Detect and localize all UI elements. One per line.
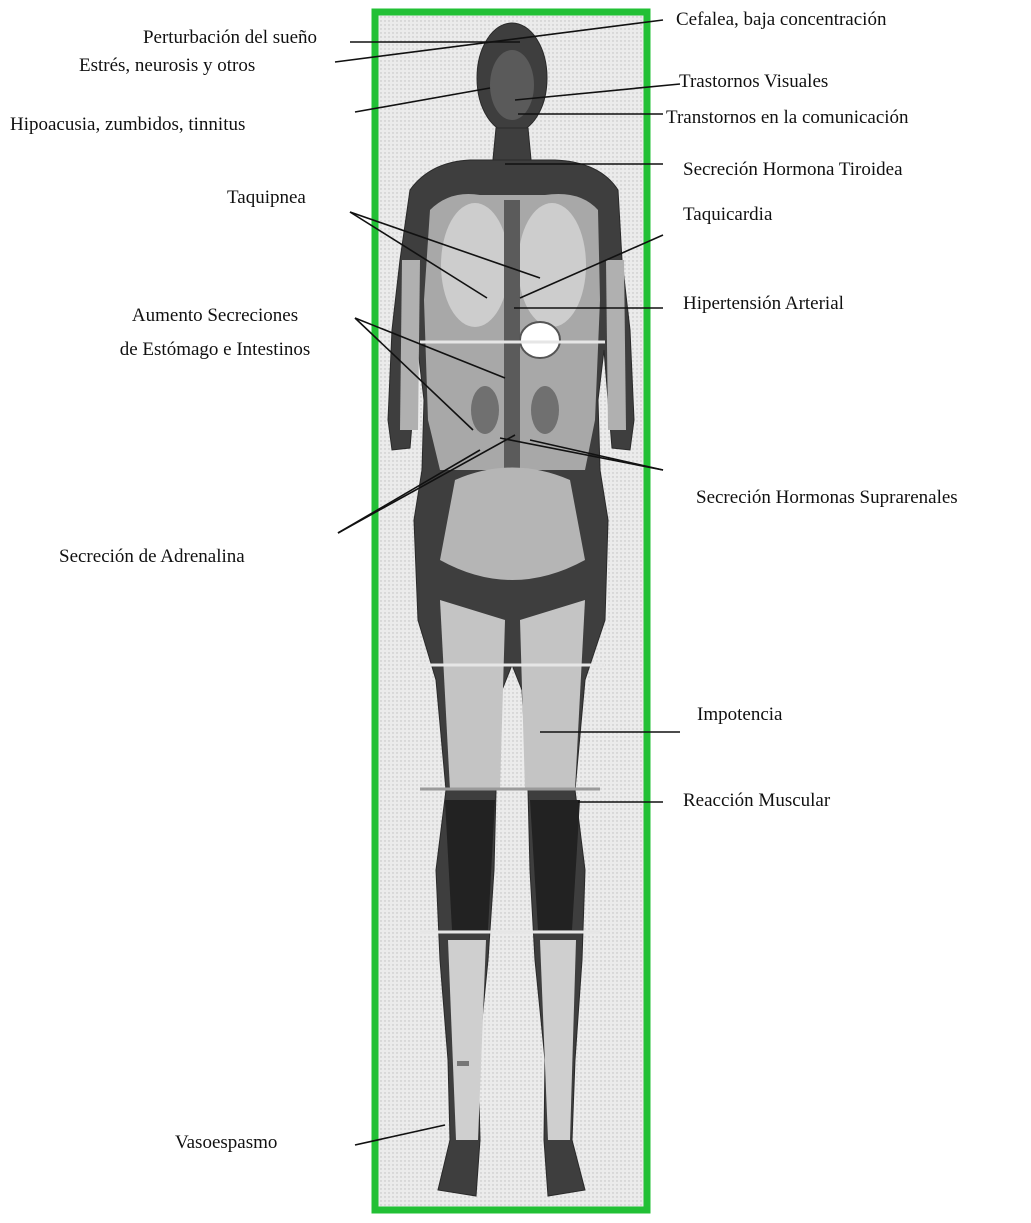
label-reaccion-muscular: Reacción Muscular bbox=[683, 790, 830, 812]
label-aumento-secreciones-2: de Estómago e Intestinos bbox=[95, 339, 335, 361]
label-hipoacusia: Hipoacusia, zumbidos, tinnitus bbox=[10, 114, 245, 136]
label-secrecion-adrenalina: Secreción de Adrenalina bbox=[59, 546, 245, 568]
label-taquicardia: Taquicardia bbox=[683, 204, 772, 226]
label-secrecion-suprarrenales: Secreción Hormonas Suprarenales bbox=[696, 487, 958, 509]
label-cefalea: Cefalea, baja concentración bbox=[676, 9, 886, 31]
label-vasoespasmo: Vasoespasmo bbox=[175, 1132, 277, 1154]
label-impotencia: Impotencia bbox=[697, 704, 782, 726]
label-hipertension-arterial: Hipertensión Arterial bbox=[683, 293, 844, 315]
scan-marker bbox=[457, 1061, 469, 1066]
label-taquipnea: Taquipnea bbox=[227, 187, 306, 209]
label-trastornos-comunicacion: Transtornos en la comunicación bbox=[666, 107, 909, 129]
label-trastornos-visuales: Trastornos Visuales bbox=[679, 71, 828, 93]
label-aumento-secreciones-1: Aumento Secreciones bbox=[95, 305, 335, 327]
label-estres-neurosis: Estrés, neurosis y otros bbox=[79, 55, 255, 77]
label-secrecion-tiroidea: Secreción Hormona Tiroidea bbox=[683, 159, 903, 181]
label-perturbacion-sueno: Perturbación del sueño bbox=[95, 27, 365, 49]
